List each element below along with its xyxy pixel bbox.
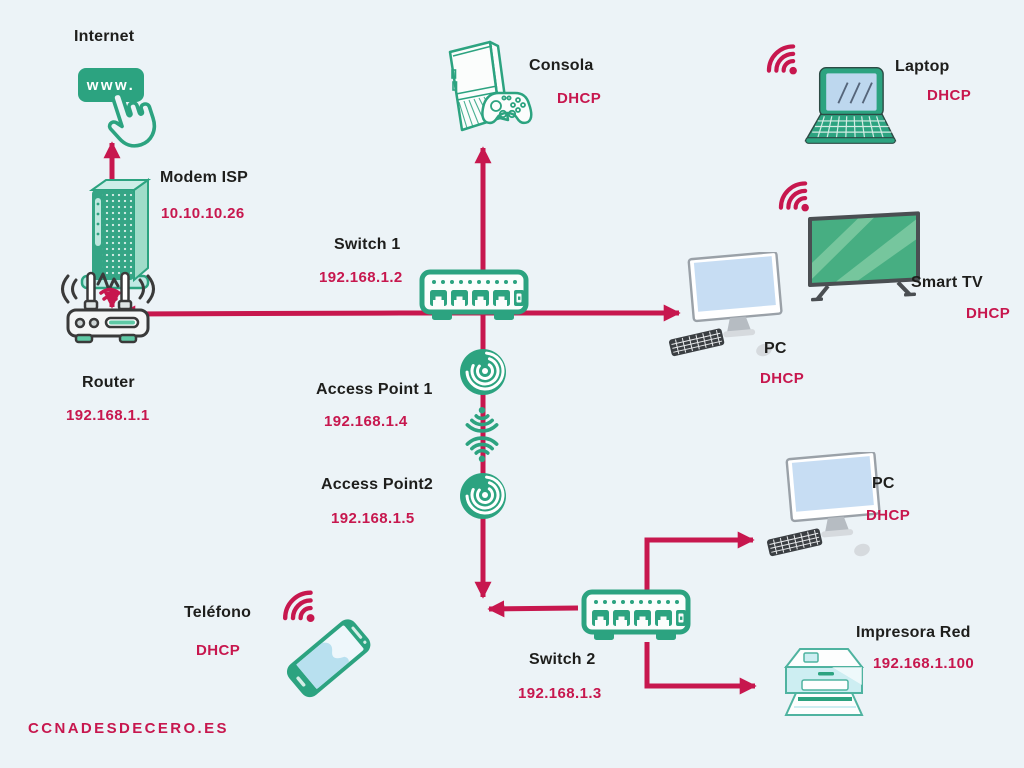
internet-label: Internet: [74, 28, 135, 45]
modem-label: Modem ISP: [160, 169, 249, 186]
telefono-label: Teléfono: [184, 604, 252, 621]
smart-tv-address: DHCP: [966, 305, 1011, 322]
pc1-address: DHCP: [760, 370, 805, 387]
router-label: Router: [82, 374, 135, 391]
switch2-icon: [580, 586, 692, 653]
smartphone-icon: [266, 604, 385, 717]
telefono-address: DHCP: [196, 642, 241, 659]
laptop-icon: [795, 64, 905, 153]
pc2-address: DHCP: [866, 507, 911, 524]
wifi-icon: [464, 430, 500, 471]
printer-address: 192.168.1.100: [873, 655, 975, 672]
access-point-icon: [458, 471, 508, 526]
modem-address: 10.10.10.26: [161, 205, 245, 222]
switch1-icon: [418, 266, 530, 333]
consola-address: DHCP: [557, 90, 602, 107]
pc1-label: PC: [764, 340, 787, 357]
printer-label: Impresora Red: [856, 624, 971, 641]
switch1-label: Switch 1: [334, 236, 401, 253]
laptop-address: DHCP: [927, 87, 972, 104]
access-point2-label: Access Point2: [321, 476, 433, 493]
access-point1-address: 192.168.1.4: [324, 413, 408, 430]
access-point1-label: Access Point 1: [316, 381, 433, 398]
consola-label: Consola: [529, 57, 594, 74]
access-point-icon: [458, 347, 508, 402]
printer-icon: [772, 643, 877, 733]
router-address: 192.168.1.1: [66, 407, 150, 424]
access-point2-address: 192.168.1.5: [331, 510, 415, 527]
smart-tv-icon: [800, 200, 935, 310]
pc2-label: PC: [872, 475, 895, 492]
router-icon: [58, 268, 158, 359]
switch1-address: 192.168.1.2: [319, 269, 403, 286]
hand-cursor-icon: [87, 80, 167, 163]
console-icon: [432, 36, 537, 153]
switch2-label: Switch 2: [529, 651, 596, 668]
laptop-label: Laptop: [895, 58, 950, 75]
www-button: www.: [78, 68, 144, 102]
switch2-address: 192.168.1.3: [518, 685, 602, 702]
smart-tv-label: Smart TV: [911, 274, 983, 291]
watermark: CCNADESDECERO.ES: [28, 720, 229, 737]
